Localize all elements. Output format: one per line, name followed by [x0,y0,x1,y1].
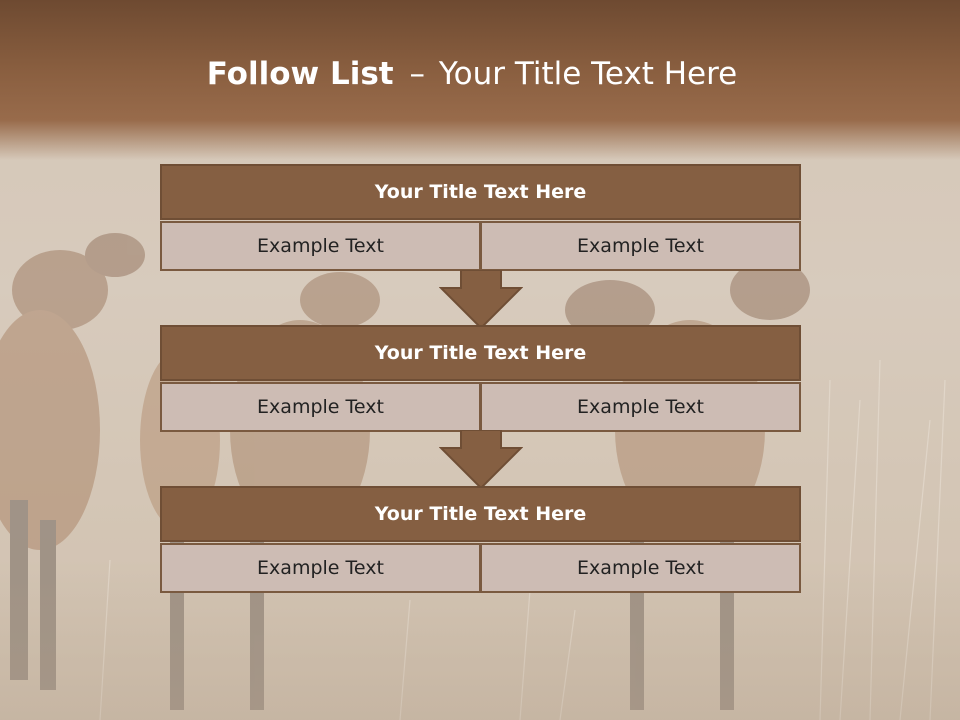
list-block-2-right-cell: Example Text [481,382,801,432]
title-banner [0,0,960,160]
list-block-1-row: Example Text Example Text [160,221,801,271]
slide-title-rest: Your Title Text Here [438,56,738,92]
list-block-1-left-cell: Example Text [160,221,481,271]
list-block-1-right-cell: Example Text [481,221,801,271]
slide-title: Follow List – Your Title Text Here [0,56,944,92]
slide-title-bold: Follow List [206,56,394,92]
list-block-1: Your Title Text Here Example Text Exampl… [160,164,801,271]
list-block-2: Your Title Text Here Example Text Exampl… [160,325,801,432]
list-block-3-row: Example Text Example Text [160,543,801,593]
list-block-3: Your Title Text Here Example Text Exampl… [160,486,801,593]
list-block-2-left-cell: Example Text [160,382,481,432]
list-block-3-left-cell: Example Text [160,543,481,593]
list-block-2-row: Example Text Example Text [160,382,801,432]
down-arrow-icon [439,430,523,490]
list-block-2-title: Your Title Text Here [160,325,801,381]
down-arrow-icon [439,270,523,330]
slide-title-dash: – [409,56,425,92]
list-block-3-title: Your Title Text Here [160,486,801,542]
list-block-3-right-cell: Example Text [481,543,801,593]
list-block-1-title: Your Title Text Here [160,164,801,220]
